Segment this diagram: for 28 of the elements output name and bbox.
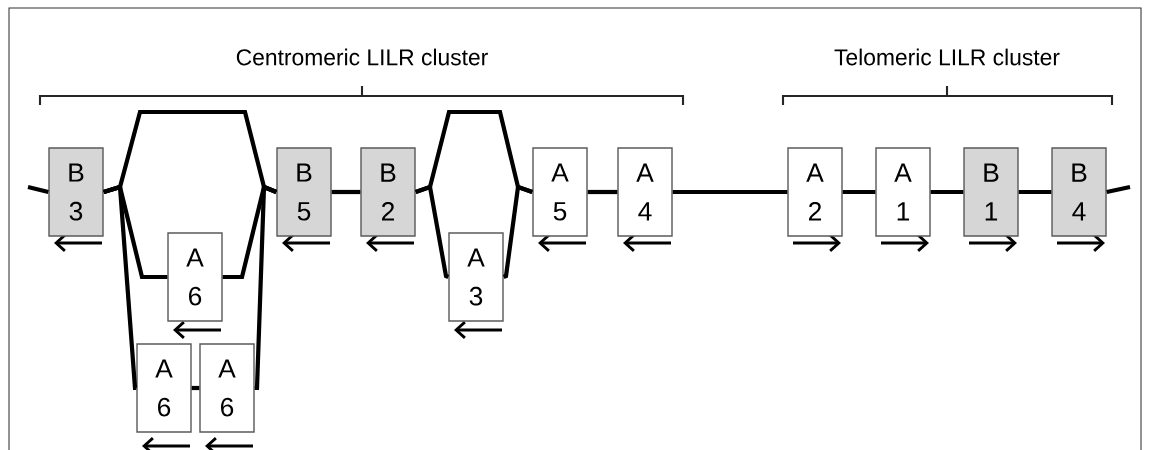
chromosome-line — [415, 184, 450, 279]
chromosome-line — [103, 184, 138, 391]
chromosome-line — [254, 183, 278, 391]
chromosome-line — [331, 189, 361, 195]
gene-box: A 4 — [617, 147, 673, 237]
chromosome-line — [191, 385, 200, 391]
gene-box: A 2 — [787, 147, 843, 237]
gene-box: B 5 — [276, 147, 332, 237]
gene-box: B 2 — [360, 147, 416, 237]
gene-box: A 5 — [532, 147, 588, 237]
chromosome-line — [1106, 184, 1131, 195]
gene-box: B 4 — [1051, 147, 1107, 237]
chromosome-line — [930, 189, 964, 195]
gene-box: B 3 — [48, 147, 104, 237]
chromosome-line — [1018, 189, 1052, 195]
cluster-label: Centromeric LILR cluster — [236, 48, 488, 66]
gene-box: B 1 — [963, 147, 1019, 237]
cluster-label: Telomeric LILR cluster — [834, 48, 1060, 66]
chromosome-line — [587, 189, 618, 195]
chromosome-line — [502, 184, 533, 279]
gene-box: A 3 — [448, 232, 504, 322]
gene-box: A 6 — [199, 343, 255, 433]
gene-box: A 6 — [167, 232, 223, 322]
gene-box: A 6 — [136, 343, 192, 433]
chromosome-line — [672, 189, 788, 195]
chromosome-line — [27, 184, 49, 195]
chromosome-line — [842, 189, 876, 195]
gene-box: A 1 — [875, 147, 931, 237]
